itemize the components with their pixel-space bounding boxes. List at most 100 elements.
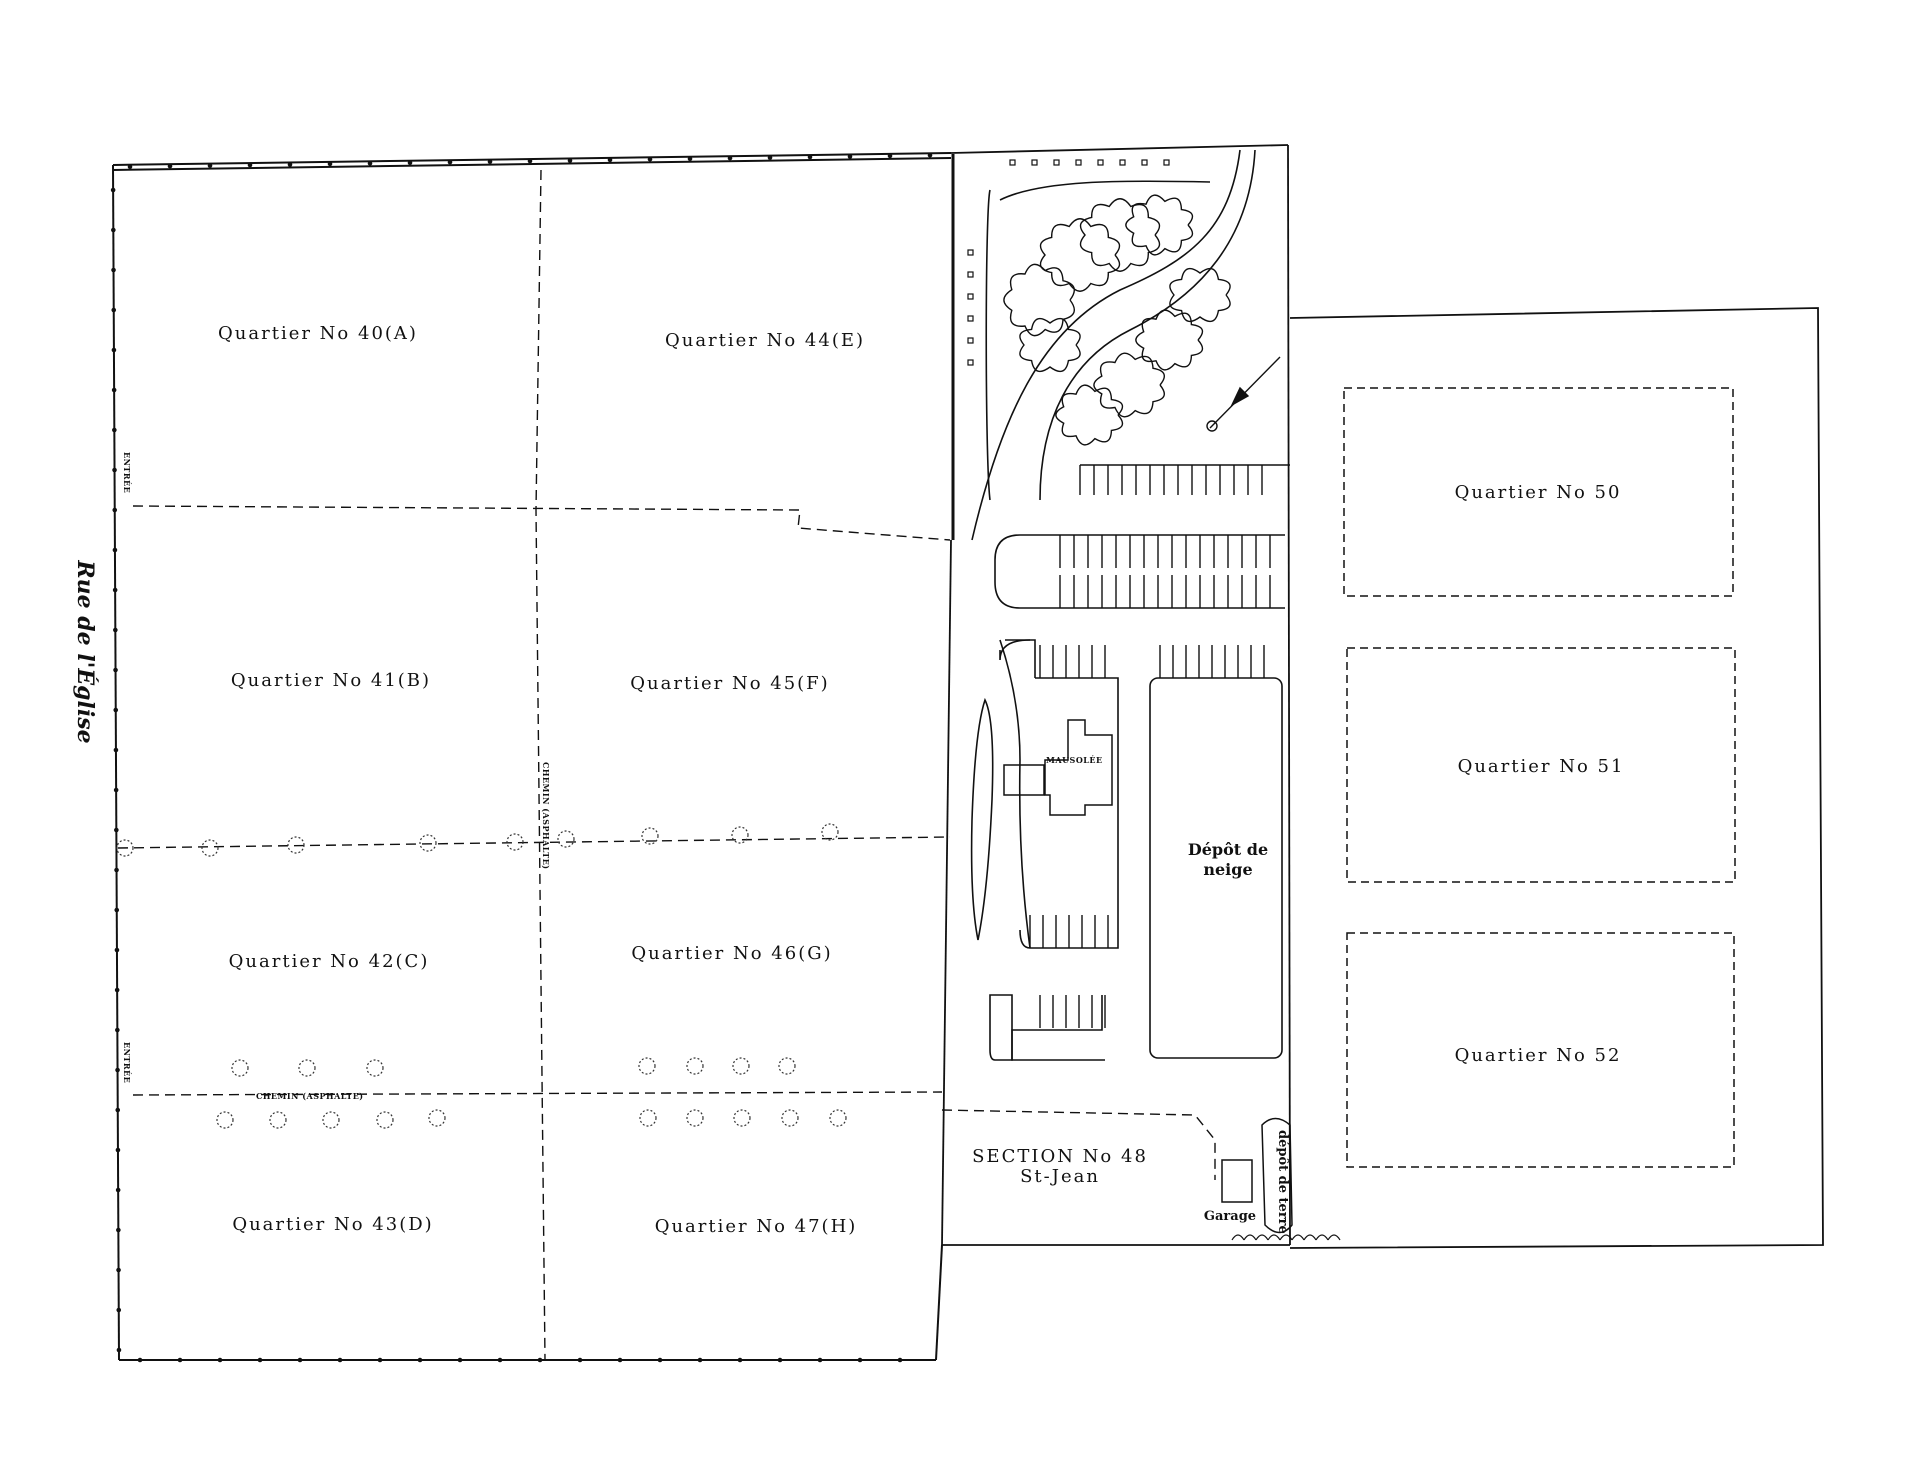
fence-post	[115, 1107, 121, 1113]
fence-post	[737, 1357, 743, 1363]
fence-post	[297, 1357, 303, 1363]
fence-post	[497, 1357, 503, 1363]
annex-quarters	[1343, 387, 1736, 1168]
fence-post	[527, 158, 533, 164]
fence-post	[115, 1027, 120, 1033]
garage-outline	[1221, 1159, 1253, 1203]
fence-post	[367, 161, 373, 166]
fence-post	[207, 163, 213, 168]
marker-square	[967, 359, 974, 366]
marker-square	[1163, 159, 1170, 166]
quarter-44-label: Quartier No 44(E)	[665, 330, 865, 351]
fence-post	[177, 1357, 183, 1363]
quarter-42-label: Quartier No 42(C)	[229, 951, 430, 972]
tree-symbol	[201, 839, 219, 857]
hedge-arc	[1243, 1234, 1257, 1241]
fence-post	[112, 427, 117, 433]
curved-road-west-edge	[971, 149, 1241, 541]
shrub-outline	[1019, 317, 1081, 373]
quarter-45-label: Quartier No 45(F)	[630, 673, 829, 694]
fence-post	[113, 667, 118, 673]
quarter-47-label: Quartier No 47(H)	[655, 1216, 858, 1237]
quarter-labels: Quartier No 40(A) Quartier No 41(B) Quar…	[218, 323, 1625, 1237]
mausoleum-outline	[1044, 719, 1113, 816]
tree-symbol	[116, 839, 134, 857]
fence-post	[687, 156, 693, 162]
fence-post	[116, 1227, 121, 1233]
central-strip	[941, 144, 1291, 1246]
fence-posts	[110, 153, 933, 1363]
fence-post	[337, 1357, 343, 1363]
marker-square	[967, 337, 974, 344]
mausoleum-building	[1003, 719, 1113, 816]
entrance-label-north: ENTRÉE	[122, 452, 132, 493]
marker-square	[1075, 159, 1082, 166]
tree-symbol	[733, 1109, 751, 1127]
north-boundary-line	[112, 152, 952, 166]
entrance-label-north-group: ENTRÉE	[122, 452, 132, 493]
fence-post	[617, 1357, 623, 1363]
fence-post	[257, 1357, 263, 1363]
quarter-51-label: Quartier No 51	[1458, 756, 1625, 777]
snow-depot-label-2: neige	[1203, 860, 1252, 879]
annex-outline	[1289, 307, 1824, 1249]
shrub-outline	[1169, 267, 1231, 323]
tree-symbol	[506, 833, 524, 851]
tree-symbol	[829, 1109, 847, 1127]
marker-square	[967, 249, 974, 256]
tree-symbol	[366, 1059, 384, 1077]
tree-symbol	[376, 1111, 394, 1129]
planting-strip	[970, 697, 994, 941]
fence-post	[111, 347, 117, 353]
tree-symbol	[781, 1109, 799, 1127]
tree-symbol	[639, 1109, 657, 1127]
west-boundary-line	[112, 164, 120, 1361]
marker-square	[967, 315, 974, 322]
fence-post	[647, 157, 653, 162]
north-lane	[999, 180, 1211, 201]
section-48-line2: St-Jean	[1020, 1166, 1100, 1187]
mausoleum-lot-west	[999, 639, 1031, 949]
fence-post	[567, 158, 573, 163]
north-arrow	[1206, 356, 1281, 432]
fence-post	[807, 154, 813, 160]
perimeter-lane	[985, 189, 991, 501]
tree-symbol	[731, 826, 749, 844]
fence-post	[577, 1357, 583, 1363]
fence-post	[697, 1357, 703, 1363]
snow-depot-area	[1149, 677, 1283, 1059]
marker-square	[967, 293, 974, 300]
parking-areas	[1029, 465, 1271, 1028]
tree-symbol	[298, 1059, 316, 1077]
quarter-40-label: Quartier No 40(A)	[218, 323, 418, 344]
path-label-horizontal: CHEMIN (ASPHALTE)	[256, 1091, 364, 1101]
marker-square	[1053, 159, 1060, 166]
fence-post	[607, 157, 613, 163]
fence-post	[116, 1307, 122, 1313]
quarter-52-label: Quartier No 52	[1455, 1045, 1622, 1066]
tree-symbol	[778, 1057, 796, 1075]
fence-post	[113, 627, 118, 633]
tree-symbol	[686, 1057, 704, 1075]
fence-post	[657, 1357, 663, 1363]
shrub-clusters	[1003, 194, 1231, 446]
tree-rows	[116, 823, 847, 1129]
tree-symbol	[419, 834, 437, 852]
quarter-46-label: Quartier No 46(G)	[631, 943, 832, 964]
fence-post	[115, 1067, 120, 1073]
marker-square	[1141, 159, 1148, 166]
mausoleum-lot	[1019, 677, 1119, 949]
fence-post	[113, 707, 119, 713]
strip-roads	[971, 149, 1256, 541]
fence-post	[113, 747, 119, 753]
fence-post	[111, 307, 117, 313]
main-boundary	[112, 152, 952, 1361]
street-label: Rue de l'Église	[72, 559, 99, 743]
fence-post	[377, 1357, 383, 1363]
shrub-outline	[1055, 384, 1124, 446]
fence-post	[897, 1357, 903, 1363]
earth-depot-label: dépôt de terre	[1275, 1130, 1290, 1234]
shrub-outline	[1135, 309, 1204, 371]
earth-depot-outline	[1261, 1117, 1293, 1234]
